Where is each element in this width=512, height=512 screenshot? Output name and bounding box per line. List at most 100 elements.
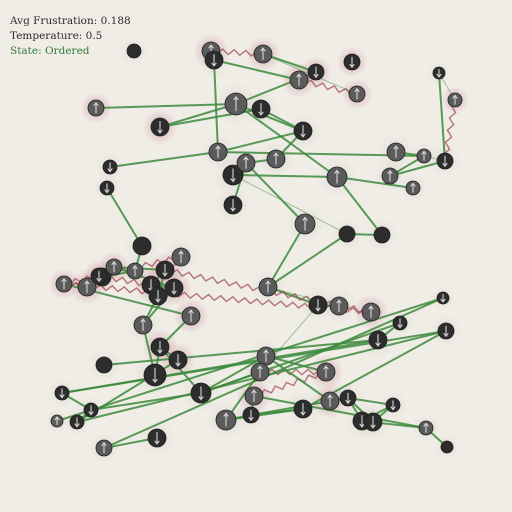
spin-node[interactable] (147, 428, 167, 448)
spin-node[interactable] (348, 85, 366, 103)
spin-node[interactable] (329, 296, 349, 316)
spin-node[interactable] (150, 117, 170, 137)
spin-down-arrow-icon (370, 416, 376, 429)
spin-node[interactable] (293, 121, 313, 141)
spin-down-arrow-icon (175, 354, 181, 367)
spin-node[interactable] (386, 142, 406, 162)
spin-node[interactable] (363, 412, 383, 432)
spin-node[interactable] (222, 164, 244, 186)
satisfied-coupling (225, 408, 304, 421)
spin-node[interactable] (289, 70, 309, 90)
spin-node[interactable] (133, 315, 153, 335)
spin-node[interactable] (102, 159, 118, 175)
spin-node[interactable] (343, 53, 361, 71)
spin-node[interactable] (381, 167, 399, 185)
spin-node[interactable] (447, 92, 463, 108)
spin-node[interactable] (69, 414, 85, 430)
spin-node[interactable] (405, 180, 421, 196)
spin-node[interactable] (54, 385, 70, 401)
spin-node[interactable] (87, 99, 105, 117)
spin-up-arrow-icon (101, 441, 107, 454)
spin-node[interactable] (251, 99, 271, 119)
spin-node[interactable] (95, 439, 113, 457)
spin-node[interactable] (90, 267, 108, 285)
spin-node[interactable] (164, 278, 184, 298)
spin-down-arrow-icon (300, 403, 306, 416)
spin-node[interactable] (266, 149, 286, 169)
spin-node[interactable] (242, 406, 260, 424)
spin-node[interactable] (253, 44, 273, 64)
satisfied-coupling (336, 176, 383, 236)
spin-node[interactable] (105, 258, 123, 276)
spin-node[interactable] (250, 362, 270, 382)
spin-node[interactable] (95, 356, 113, 374)
spin-node[interactable] (308, 295, 328, 315)
avg-frustration-readout: Avg Frustration: 0.188 (10, 15, 131, 27)
spin-up-arrow-icon (233, 95, 239, 112)
spin-node[interactable] (150, 337, 170, 357)
spin-node[interactable] (385, 397, 401, 413)
spin-node[interactable] (294, 213, 316, 235)
spin-disc (440, 440, 454, 454)
satisfied-coupling (213, 59, 219, 153)
spin-node[interactable] (244, 386, 264, 406)
spin-node[interactable] (126, 262, 144, 280)
spin-node[interactable] (126, 43, 142, 59)
spin-node[interactable] (190, 382, 212, 404)
spin-node[interactable] (307, 63, 325, 81)
satisfied-coupling (200, 322, 401, 394)
spin-node[interactable] (338, 225, 356, 243)
spin-node[interactable] (83, 402, 99, 418)
spin-node[interactable] (339, 389, 357, 407)
satisfied-coupling (245, 162, 306, 225)
spin-node[interactable] (223, 195, 243, 215)
spin-node[interactable] (293, 399, 313, 419)
spin-node[interactable] (437, 322, 455, 340)
satisfied-coupling (95, 103, 237, 109)
spin-node[interactable] (436, 291, 450, 305)
spin-node[interactable] (436, 152, 454, 170)
spin-node[interactable] (418, 420, 434, 436)
spin-node[interactable] (432, 66, 446, 80)
spin-up-arrow-icon (327, 394, 333, 407)
temperature-readout: Temperature: 0.5 (10, 30, 103, 42)
spin-node[interactable] (368, 330, 388, 350)
spin-node[interactable] (50, 414, 64, 428)
spin-down-arrow-icon (157, 341, 163, 354)
spin-node[interactable] (236, 153, 256, 173)
spin-node[interactable] (168, 350, 188, 370)
spin-up-arrow-icon (421, 150, 427, 161)
spin-down-arrow-icon (162, 264, 168, 277)
spin-down-arrow-icon (248, 409, 254, 422)
spin-node[interactable] (440, 440, 454, 454)
spin-node[interactable] (55, 275, 73, 293)
satisfied-coupling (438, 72, 446, 162)
spin-node[interactable] (361, 302, 381, 322)
spin-node[interactable] (316, 362, 336, 382)
spin-node[interactable] (155, 260, 175, 280)
spin-node[interactable] (132, 236, 152, 256)
spin-node[interactable] (416, 148, 432, 164)
spin-node[interactable] (320, 391, 340, 411)
spin-down-arrow-icon (313, 66, 319, 79)
spin-node[interactable] (77, 277, 97, 297)
spin-node[interactable] (326, 166, 348, 188)
spin-node[interactable] (215, 409, 237, 431)
spin-node[interactable] (392, 315, 408, 331)
spin-node[interactable] (148, 286, 168, 306)
spin-node[interactable] (224, 92, 248, 116)
spin-node[interactable] (99, 180, 115, 196)
spin-node[interactable] (181, 306, 201, 326)
spin-down-arrow-icon (359, 415, 365, 428)
satisfied-coupling (267, 223, 306, 288)
spin-node[interactable] (373, 226, 391, 244)
spin-down-arrow-icon (211, 54, 217, 67)
spin-node[interactable] (208, 142, 228, 162)
spin-node[interactable] (204, 50, 224, 70)
spin-node[interactable] (256, 346, 276, 366)
spin-node[interactable] (143, 363, 167, 387)
spin-up-arrow-icon (410, 182, 416, 193)
spin-node[interactable] (258, 277, 278, 297)
spin-node[interactable] (171, 247, 191, 267)
